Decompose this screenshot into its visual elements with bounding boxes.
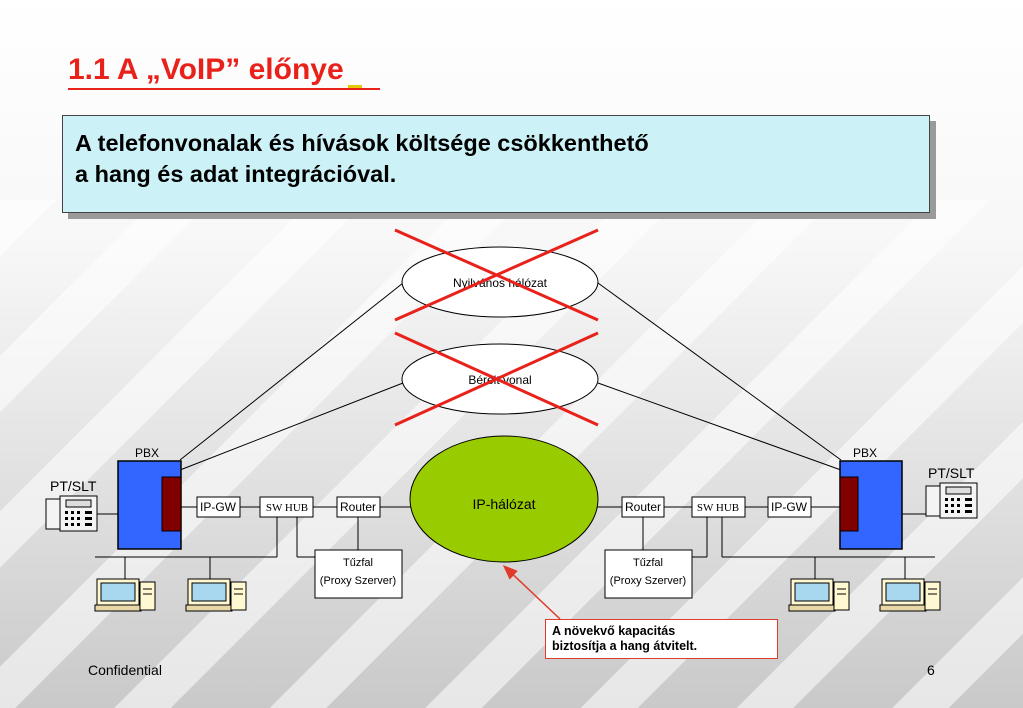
headline-line-1: A telefonvonalak és hívások költsége csö… bbox=[75, 130, 649, 156]
firewall-right-label-2: (Proxy Szerver) bbox=[610, 575, 686, 587]
router-right-label: Router bbox=[625, 500, 661, 514]
computer-icon-right-2 bbox=[879, 578, 941, 612]
phone-icon-left bbox=[45, 495, 98, 532]
note-line-2: biztosítja a hang átvitelt. bbox=[552, 639, 698, 653]
line-right-pbx-public bbox=[597, 282, 842, 461]
ipgw-left-label: IP-GW bbox=[200, 500, 237, 514]
phone-label-left: PT/SLT bbox=[50, 478, 97, 494]
pbx-label-right: PBX bbox=[853, 446, 877, 460]
firewall-right-label-1: Tűzfal bbox=[633, 557, 663, 569]
note-arrow bbox=[502, 564, 561, 620]
footer-confidential: Confidential bbox=[88, 662, 162, 678]
hub-left bbox=[259, 496, 314, 518]
hub-left-label: SW HUB bbox=[266, 502, 308, 514]
firewall-left bbox=[314, 549, 403, 599]
line-left-pbx-public bbox=[179, 282, 404, 461]
ipgw-right-label: IP-GW bbox=[771, 500, 808, 514]
page-number: 6 bbox=[927, 662, 935, 678]
pbx-label-left: PBX bbox=[135, 446, 159, 460]
firewall-left-label-1: Tűzfal bbox=[343, 557, 373, 569]
headline-box: A telefonvonalak és hívások költsége csö… bbox=[62, 115, 930, 213]
router-right bbox=[621, 496, 665, 518]
cross-leased bbox=[394, 331, 599, 427]
ipgw-right bbox=[767, 496, 812, 518]
computer-icon-left-2 bbox=[185, 578, 247, 612]
phone-label-right: PT/SLT bbox=[928, 465, 975, 481]
hub-right bbox=[691, 496, 746, 518]
router-left bbox=[336, 496, 381, 518]
line-left-pbx-leased bbox=[179, 382, 404, 471]
connection-lines bbox=[95, 282, 935, 580]
ipgw-left bbox=[196, 496, 241, 518]
pbx-card-left bbox=[161, 476, 182, 532]
firewall-left-label-2: (Proxy Szerver) bbox=[320, 575, 396, 587]
computer-icon-right-1 bbox=[788, 578, 850, 612]
hub-right-label: SW HUB bbox=[697, 502, 739, 514]
headline-line-2: a hang és adat integrációval. bbox=[75, 161, 397, 187]
note-line-1: A növekvő kapacitás bbox=[552, 624, 676, 638]
capacity-note: A növekvő kapacitás biztosítja a hang át… bbox=[545, 619, 778, 659]
router-left-label: Router bbox=[340, 500, 376, 514]
firewall-right bbox=[604, 549, 693, 599]
line-right-pbx-leased bbox=[597, 382, 842, 471]
cross-public bbox=[394, 228, 599, 322]
pbx-card-right bbox=[839, 476, 859, 532]
title-underscore bbox=[347, 85, 362, 88]
ip-network-label: IP-hálózat bbox=[472, 496, 535, 512]
computer-icon-left-1 bbox=[94, 578, 156, 612]
phone-icon-right bbox=[925, 482, 978, 519]
ip-network-ellipse bbox=[409, 435, 599, 563]
slide-title: 1.1 A „VoIP” előnye bbox=[68, 52, 380, 90]
